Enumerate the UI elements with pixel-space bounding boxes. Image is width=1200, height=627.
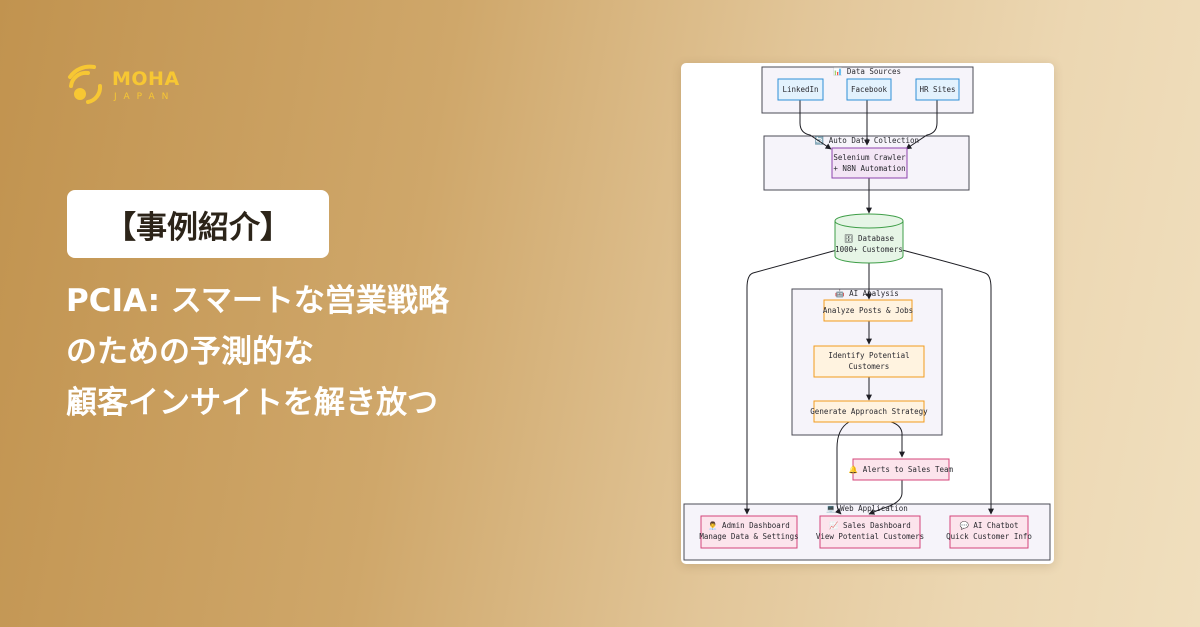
brand-name: MOHA [112,68,180,90]
node-crawler-line-2: + N8N Automation [833,164,905,173]
node-crawler-line-1: Selenium Crawler [833,153,906,162]
node-hr-sites-label: HR Sites [919,85,955,94]
architecture-diagram-card: 📊 Data Sources 🔄 Auto Data Collection 🤖 … [681,63,1054,564]
node-crawler [831,147,908,179]
node-analyze-label: Analyze Posts & Jobs [823,306,913,315]
headline-line-3: 顧客インサイトを解き放つ [66,385,438,421]
node-database [834,213,904,264]
group-ai-analysis-label: 🤖 AI Analysis [835,289,899,298]
node-linkedin-label: LinkedIn [782,85,818,94]
node-strategy-label: Generate Approach Strategy [810,407,928,416]
group-data-sources-label: 📊 Data Sources [833,67,901,76]
headline: PCIA: スマートな営業戦略 のための予測的な 顧客インサイトを解き放つ [66,276,606,429]
node-identify [813,345,925,378]
node-ai-chatbot [949,515,1029,549]
node-hr-sites [915,78,960,101]
headline-line-2: のための予測的な [66,334,314,370]
node-facebook [846,78,892,101]
node-facebook-label: Facebook [851,85,888,94]
node-alerts-label: 🔔 Alerts to Sales Team [849,465,954,474]
node-chatbot-line-1: 💬 AI Chatbot [959,521,1018,530]
edge-strategy-alerts [890,421,905,458]
node-chatbot-line-2: Quick Customer Info [946,532,1032,541]
case-study-tag: 【事例紹介】 [67,190,329,258]
node-identify-line-1: Identify Potential [828,351,909,360]
node-strategy [813,400,925,423]
brand-logo: MOHA JAPAN [66,62,206,110]
brand-wave-icon [68,64,103,104]
node-admin-line-1: 👨‍💼 Admin Dashboard [708,521,790,530]
node-identify-line-2: Customers [849,362,890,371]
edge-database-chatbot [901,249,994,515]
headline-line-1: PCIA: スマートな営業戦略 [66,283,449,319]
node-database-line-2: 1000+ Customers [835,245,903,254]
node-admin-line-2: Manage Data & Settings [699,532,798,541]
node-analyze [823,299,913,322]
node-admin-dashboard [700,515,798,549]
brand-sub: JAPAN [114,92,176,102]
edge-alerts-sales [868,480,903,515]
group-web-application-label: 💻 Web Application [826,504,908,513]
node-linkedin [777,78,824,101]
node-sales-line-2: View Potential Customers [816,532,924,541]
edge-linkedin-crawler [799,100,832,150]
edge-strategy-sales [835,421,850,515]
edge-database-admin [744,249,838,515]
edge-hrsites-crawler [905,100,938,150]
architecture-diagram: 📊 Data Sources 🔄 Auto Data Collection 🤖 … [683,66,1051,561]
node-alerts [852,458,950,481]
node-sales-line-1: 📈 Sales Dashboard [829,521,911,530]
node-sales-dashboard [819,515,921,549]
node-database-line-1: 🗄 Database [844,234,895,243]
